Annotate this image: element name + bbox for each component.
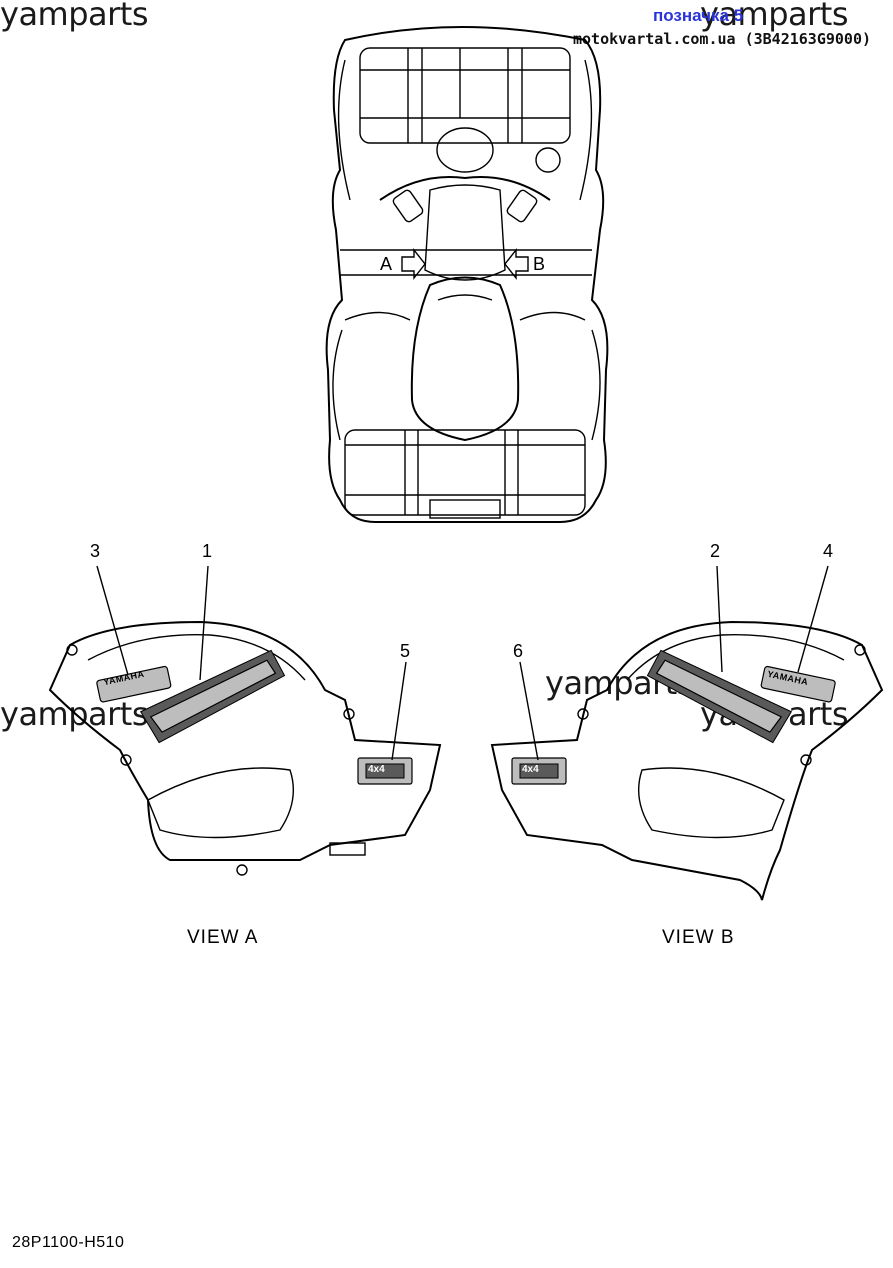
- label-marker-link[interactable]: позначка 5: [653, 6, 744, 25]
- decal-4-yamaha: [760, 665, 836, 703]
- arrow-label-a: A: [380, 254, 393, 274]
- watermark-top-left: yamparts: [0, 0, 149, 33]
- decal-2-model-logo: [646, 649, 793, 744]
- decal-3-yamaha: [96, 665, 172, 703]
- site-reference: motokvartal.com.ua (3B42163G9000): [573, 30, 872, 48]
- callout-6: 6: [513, 641, 524, 661]
- atv-top-view: [325, 26, 609, 523]
- view-a-label: VIEW A: [187, 927, 259, 948]
- watermark-top-right: yamparts: [700, 0, 849, 33]
- decal-6-text: 4x4: [522, 764, 539, 775]
- callout-5: 5: [400, 641, 411, 661]
- callout-4: 4: [823, 541, 834, 561]
- arrow-label-b: B: [533, 254, 546, 274]
- view-b-label: VIEW B: [662, 927, 735, 948]
- diagram-code: 28P1100-H510: [12, 1234, 125, 1251]
- view-b-panel: [490, 565, 884, 901]
- decal-5-text: 4x4: [368, 764, 385, 775]
- view-a-panel: [48, 565, 442, 876]
- callout-1: 1: [202, 541, 213, 561]
- decal-1-model-logo: [139, 649, 286, 744]
- callout-2: 2: [710, 541, 721, 561]
- callout-3: 3: [90, 541, 101, 561]
